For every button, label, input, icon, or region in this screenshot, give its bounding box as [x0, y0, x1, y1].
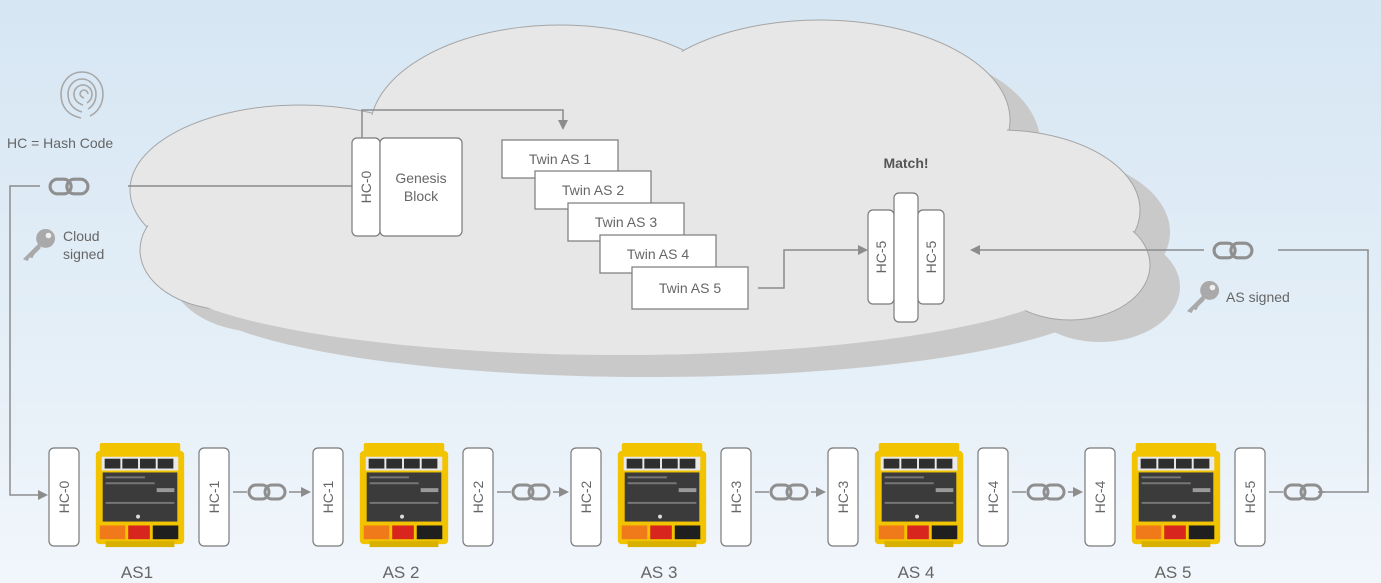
chain-link-icon	[247, 483, 287, 501]
twin-as-5	[631, 266, 749, 310]
match-center-bar	[893, 192, 919, 323]
cloud-signed-label-line2: signed	[63, 246, 104, 262]
in-hc-label: HC-1	[320, 480, 336, 513]
genesis-label-line2: Block	[404, 188, 439, 204]
in-hc-label: HC-4	[1092, 480, 1108, 513]
cloud-to-as1-connector	[9, 185, 48, 500]
match-left-hc-label: HC-5	[873, 240, 889, 273]
key-icon	[22, 228, 56, 262]
device-icon	[359, 443, 449, 548]
genesis-label-line1: Genesis	[395, 170, 446, 186]
cloud-signed-label-line1: Cloud	[63, 228, 100, 244]
as5-to-cloud-connector	[1278, 249, 1369, 493]
chain-link-icon	[1212, 241, 1254, 260]
chain-link-icon	[48, 177, 90, 196]
out-hc-label: HC-1	[206, 480, 222, 513]
twin-as-3-label: Twin AS 3	[595, 214, 657, 230]
in-hc-label: HC-3	[835, 480, 851, 513]
out-hc-label: HC-2	[470, 480, 486, 513]
device-icon	[874, 443, 964, 548]
device-label: AS 3	[641, 563, 678, 582]
device-icon	[617, 443, 707, 548]
match-right-hc-box	[917, 209, 945, 305]
twins-to-match-connector	[758, 245, 868, 289]
fingerprint-icon	[60, 71, 104, 119]
match-right-hc-label: HC-5	[923, 240, 939, 273]
match-title: Match!	[883, 155, 928, 171]
twin-as-1-label: Twin AS 1	[529, 151, 591, 167]
device-unit: HC-4 HC-5 AS 5	[1084, 443, 1325, 582]
out-hc-label: HC-3	[728, 480, 744, 513]
twin-as-4-label: Twin AS 4	[627, 246, 689, 262]
in-hc-box	[48, 447, 80, 547]
device-label: AS1	[121, 563, 153, 582]
out-hc-box	[720, 447, 752, 547]
device-unit: HC-2 HC-3 AS 3	[570, 443, 826, 582]
device-label: AS 4	[898, 563, 935, 582]
device-icon	[1131, 443, 1221, 548]
out-hc-box	[198, 447, 230, 547]
in-hc-box	[312, 447, 344, 547]
in-hc-label: HC-0	[56, 480, 72, 513]
out-hc-label: HC-4	[985, 480, 1001, 513]
hash-code-legend: HC = Hash Code	[7, 135, 113, 151]
in-hc-box	[827, 447, 859, 547]
out-hc-label: HC-5	[1242, 480, 1258, 513]
device-label: AS 2	[383, 563, 420, 582]
device-unit: HC-1 HC-2 AS 2	[312, 443, 569, 582]
twin-stack: Twin AS 1 Twin AS 2 Twin AS 3 Twin AS 4 …	[501, 139, 749, 310]
in-hc-box	[1084, 447, 1116, 547]
device-label: AS 5	[1155, 563, 1192, 582]
chain-link-icon	[1283, 483, 1323, 501]
out-hc-box	[977, 447, 1009, 547]
as-signed-label: AS signed	[1226, 289, 1290, 305]
in-hc-label: HC-2	[578, 480, 594, 513]
twin-as-2-label: Twin AS 2	[562, 182, 624, 198]
in-hc-box	[570, 447, 602, 547]
genesis-hc-label: HC-0	[358, 170, 374, 203]
genesis-block	[379, 137, 463, 237]
genesis-to-twins-connector	[361, 109, 568, 138]
out-hc-box	[1234, 447, 1266, 547]
twin-as-5-label: Twin AS 5	[659, 280, 721, 296]
key-icon	[1186, 280, 1220, 314]
chain-link-icon	[1026, 483, 1066, 501]
device-unit: HC-3 HC-4 AS 4	[827, 443, 1083, 582]
device-icon	[95, 443, 185, 548]
chain-link-icon	[511, 483, 551, 501]
chain-link-icon	[769, 483, 809, 501]
out-hc-box	[462, 447, 494, 547]
